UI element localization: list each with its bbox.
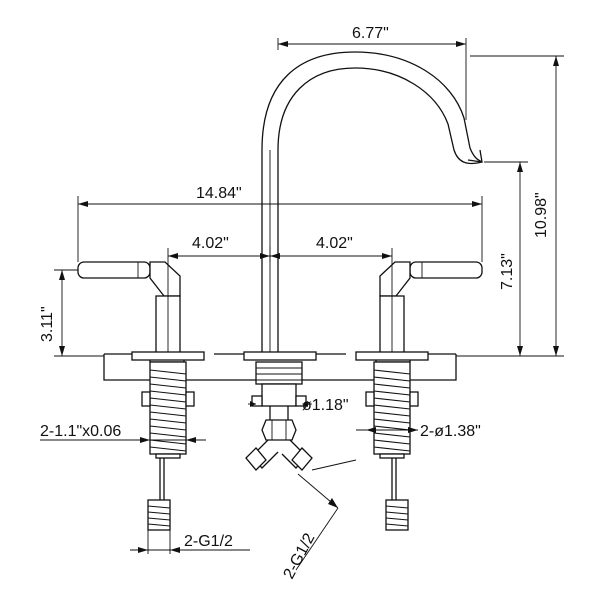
left-handle xyxy=(77,261,185,363)
right-valve-body xyxy=(365,361,419,531)
spout xyxy=(261,51,483,356)
dim-left-connector: 2-G1/2 xyxy=(184,533,233,550)
dim-side-hole: 2-ø1.38" xyxy=(420,423,481,440)
dim-overall-width: 14.84" xyxy=(196,185,242,202)
dim-overall-height: 10.98" xyxy=(533,192,550,238)
dim-center-connector: 2-G1/2 xyxy=(281,531,319,582)
dim-side-thread: 2-1.1"x0.06 xyxy=(40,423,121,440)
dimension-lines xyxy=(40,38,564,571)
dim-center-hole: ø1.18" xyxy=(302,397,349,414)
right-handle xyxy=(375,261,483,363)
dim-right-spacing: 4.02" xyxy=(316,235,353,252)
center-mount xyxy=(245,361,313,471)
dim-left-spacing: 4.02" xyxy=(192,235,229,252)
dim-spout-reach: 6.77" xyxy=(352,25,389,42)
dim-handle-height: 3.11" xyxy=(39,306,56,342)
left-valve-body xyxy=(141,361,195,531)
dim-spout-height: 7.13" xyxy=(499,253,516,290)
